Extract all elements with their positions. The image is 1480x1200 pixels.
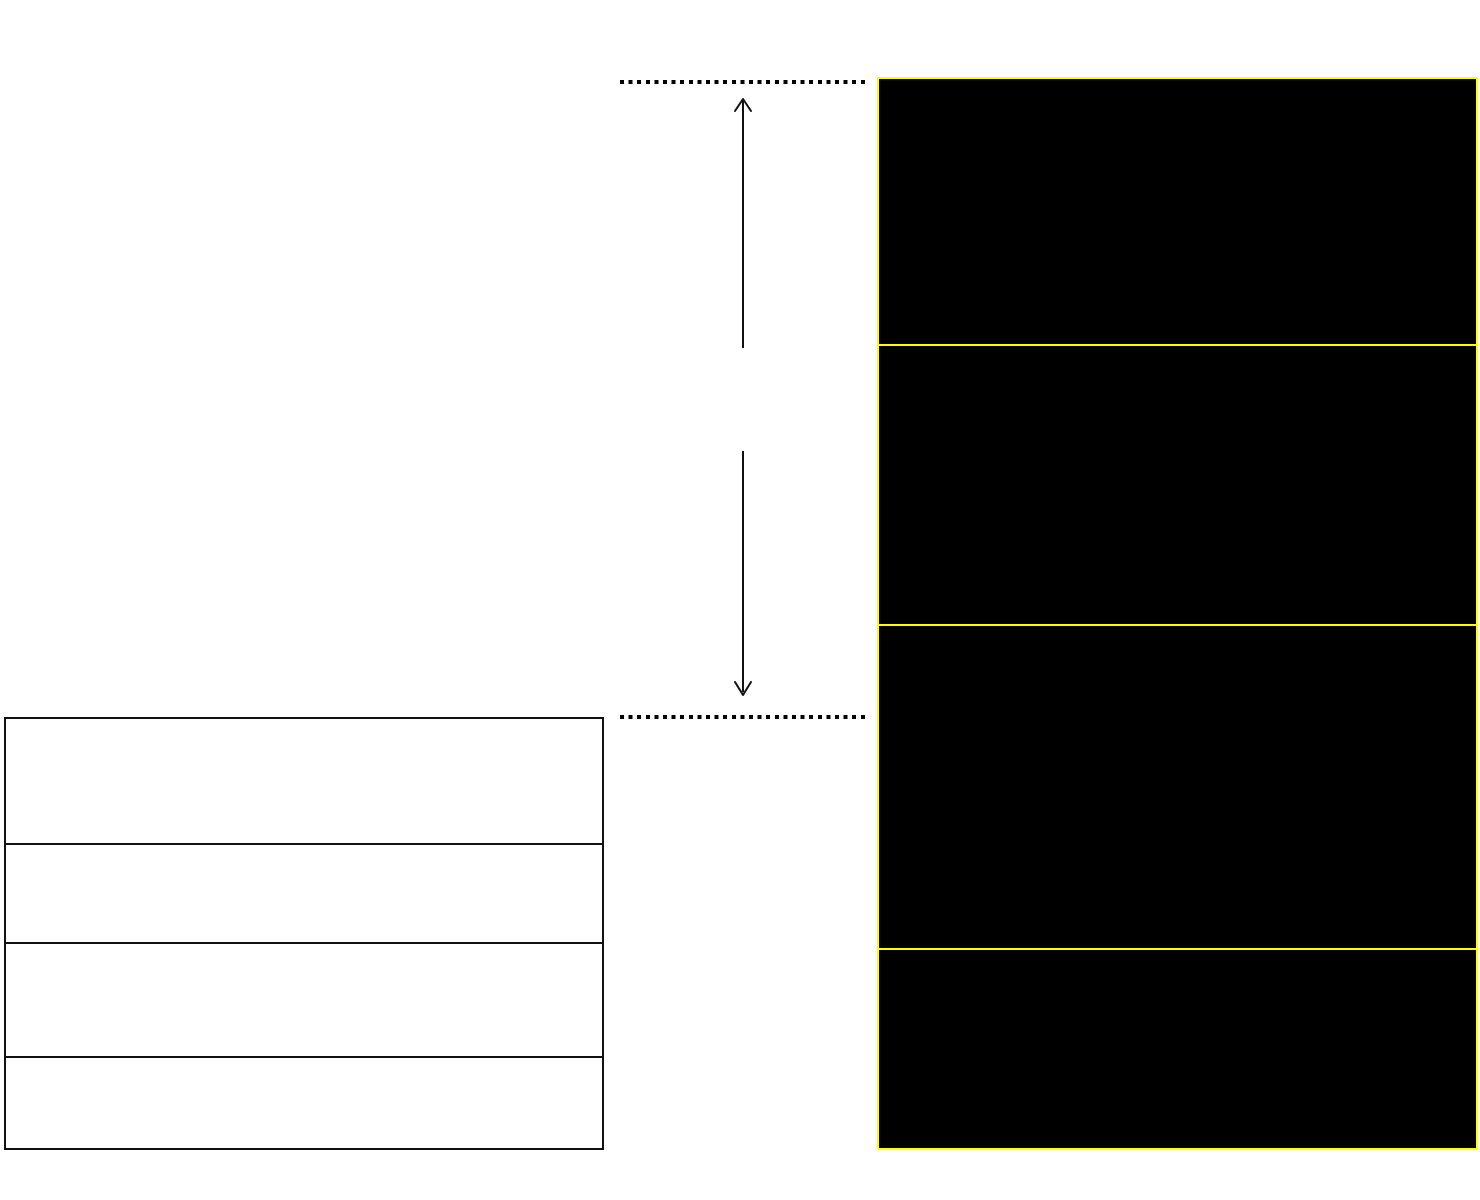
dotted-guide-bottom [620,715,869,719]
table-cell-text [6,944,602,956]
measurement-arrow-label [648,350,838,448]
panel-text [879,79,1476,91]
table-row[interactable] [6,719,602,845]
measurement-arrow-icon [713,92,773,704]
panel-row[interactable] [879,79,1476,346]
panel-row[interactable] [879,949,1476,1148]
table-cell-text [6,1058,602,1070]
panel-row[interactable] [879,625,1476,950]
panel-text [879,626,1476,638]
panel-text [879,346,1476,358]
table-cell-text [6,845,602,857]
table-cell-text [6,719,602,731]
black-panel-stack [877,77,1478,1150]
table-row[interactable] [6,944,602,1058]
panel-row[interactable] [879,346,1476,626]
left-table [4,717,604,1150]
panel-text [879,950,1476,962]
dotted-guide-top [620,80,869,84]
table-row[interactable] [6,1058,602,1148]
table-row[interactable] [6,845,602,944]
